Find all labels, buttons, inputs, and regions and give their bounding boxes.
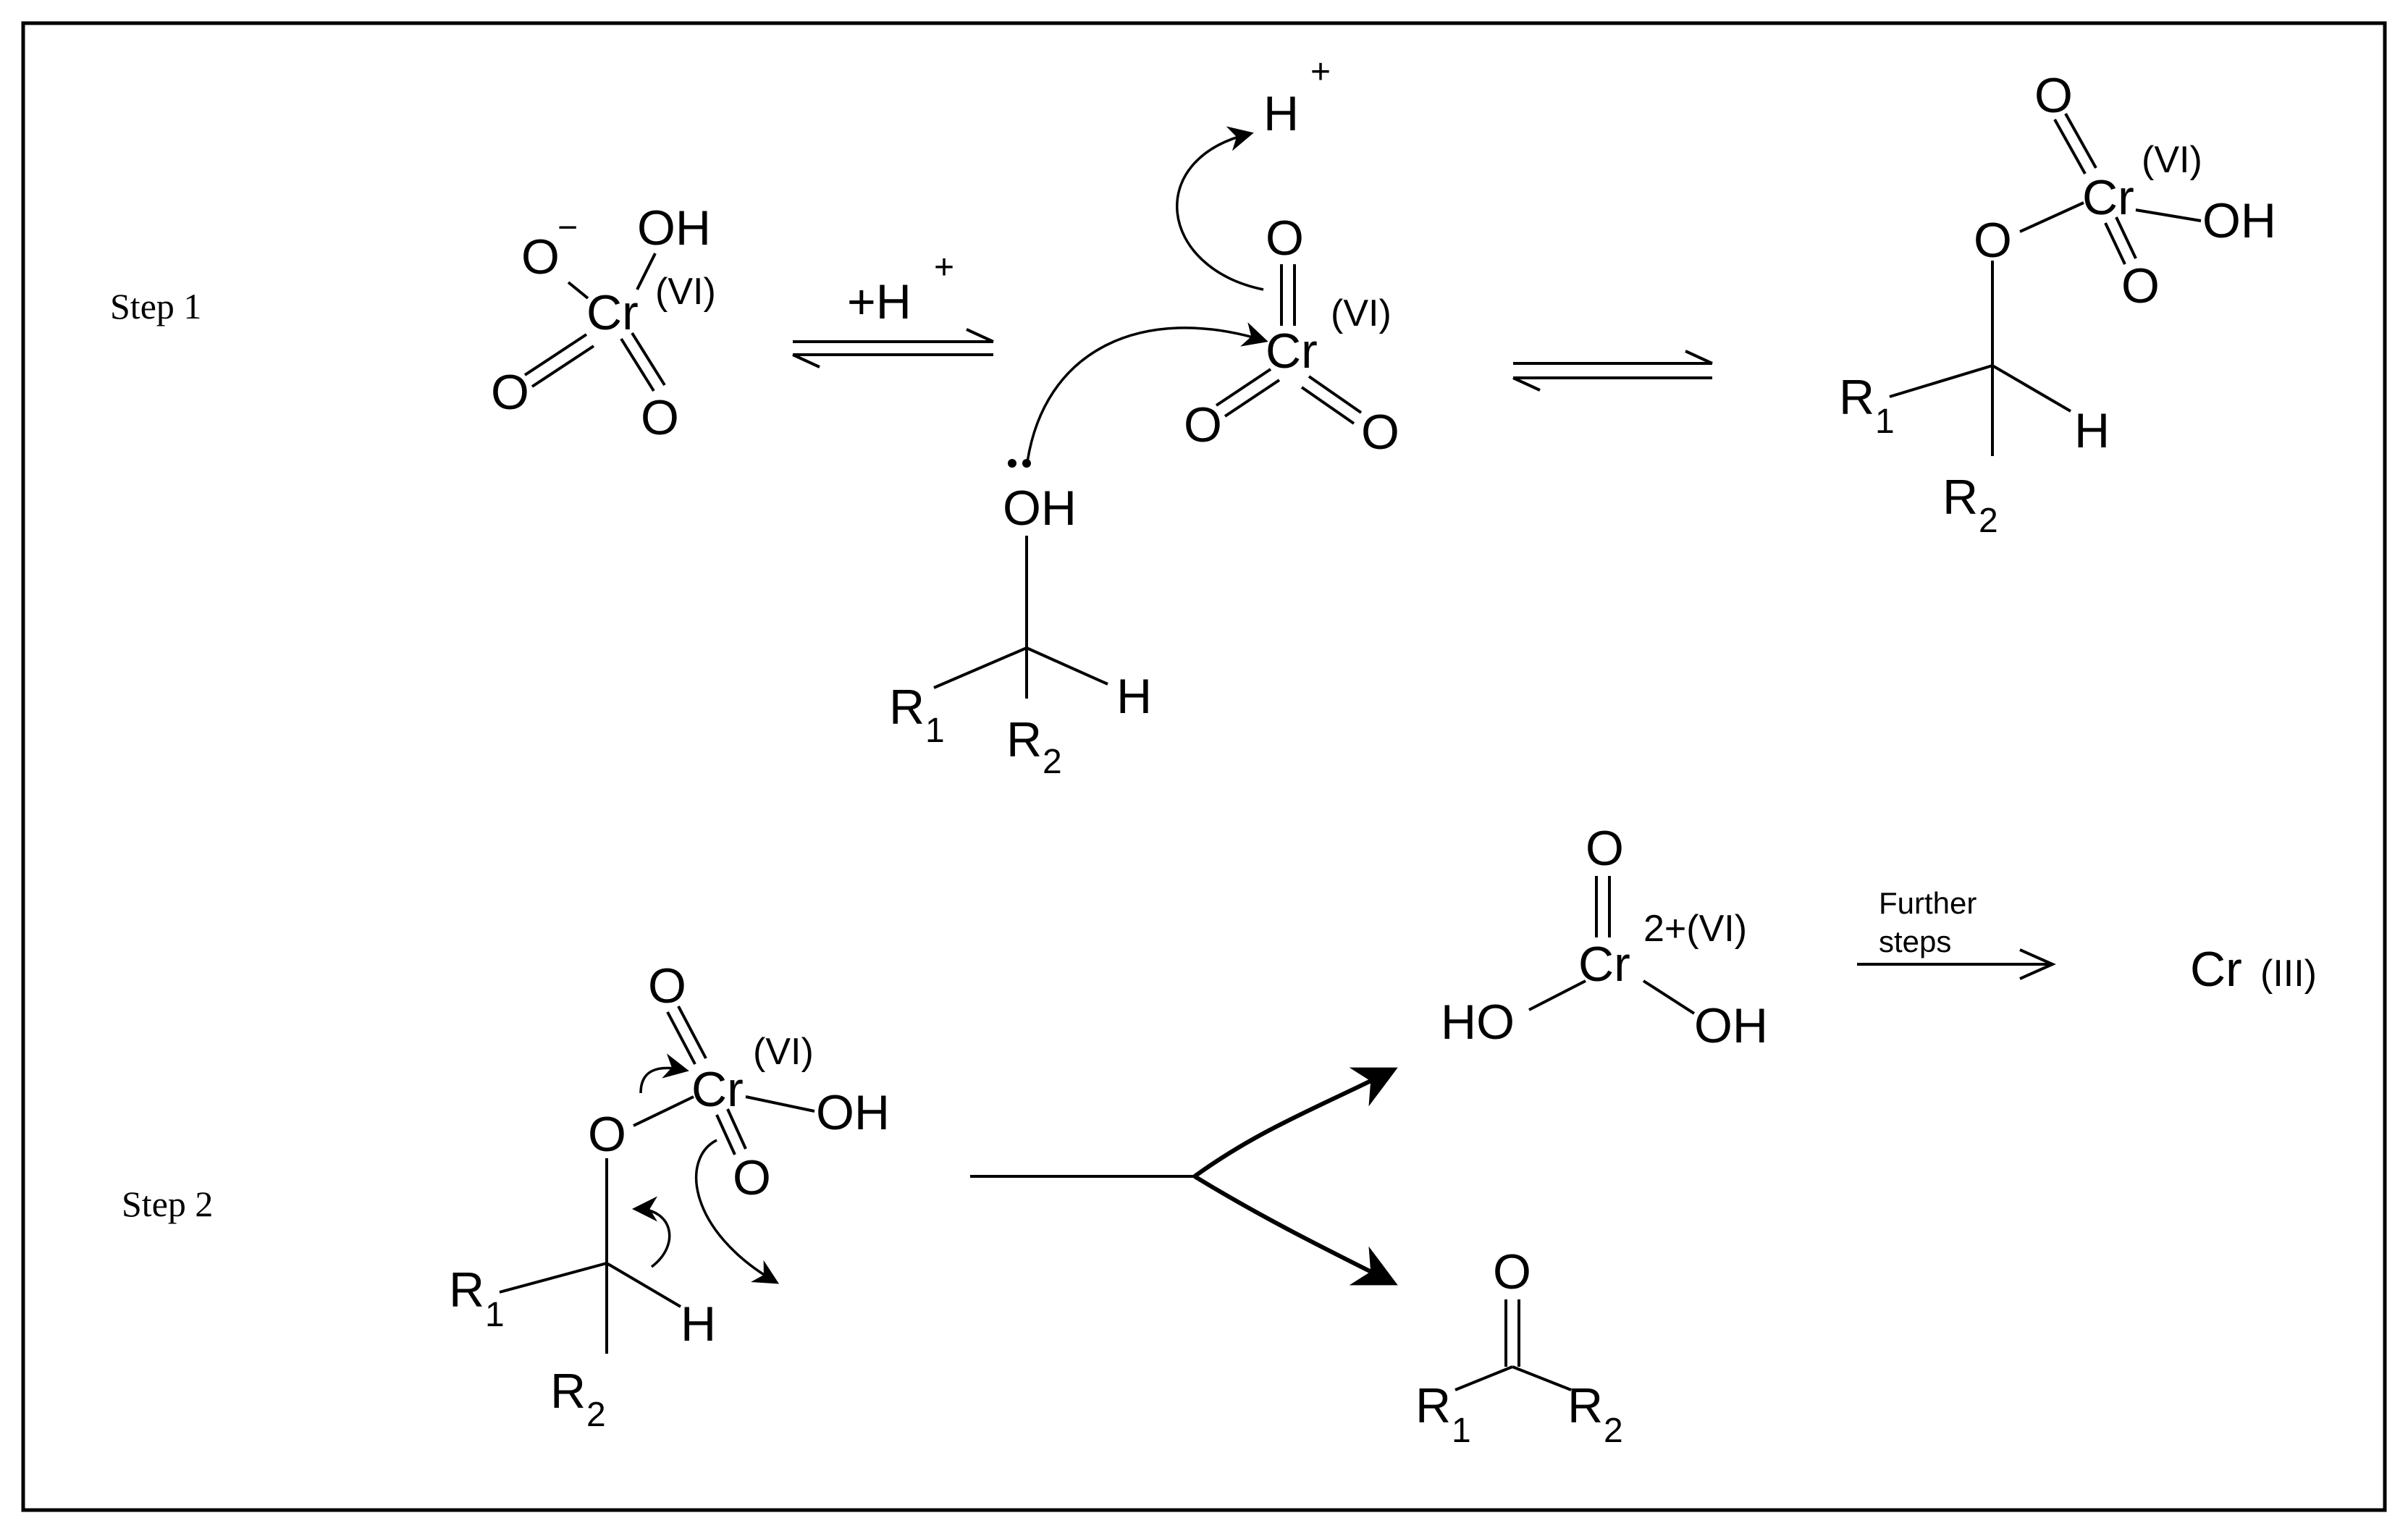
- subscript: 1: [925, 712, 945, 750]
- r2-group: R: [550, 1364, 586, 1419]
- o-atom: O: [1266, 211, 1304, 266]
- h-atom: H: [681, 1297, 716, 1352]
- r1-group: R: [1839, 370, 1874, 425]
- subscript: 1: [485, 1296, 505, 1334]
- chromate-ester: O (VI) Cr OH O O R 1 H R 2: [1839, 68, 2276, 540]
- alcohol: OH R 1 R 2 H: [889, 459, 1152, 781]
- chromate-ion: Cr (VI) O − OH O O: [491, 201, 716, 445]
- lone-pair-dot: [1022, 459, 1031, 468]
- steps-label: steps: [1879, 924, 1951, 958]
- r1-group: R: [449, 1262, 484, 1318]
- o-atom: O: [588, 1107, 626, 1162]
- cr-atom: Cr: [691, 1062, 744, 1117]
- subscript: 1: [1452, 1412, 1471, 1450]
- cr-atom: Cr: [1266, 324, 1318, 379]
- subscript: 2: [586, 1396, 606, 1434]
- step-1-label: Step 1: [110, 286, 201, 326]
- oxidation-state: (VI): [655, 271, 716, 313]
- o-atom: O: [1974, 213, 2012, 268]
- o-atom: O: [648, 958, 686, 1013]
- r2-group: R: [1942, 470, 1978, 525]
- r2-group: R: [1567, 1378, 1603, 1433]
- oh-group: OH: [637, 201, 711, 256]
- subscript: 2: [1604, 1412, 1623, 1450]
- oxidation-state-iii: (III): [2260, 953, 2317, 995]
- curved-arrow-ch-bond: [632, 1196, 671, 1268]
- cr-iii-atom: Cr: [2190, 942, 2242, 997]
- step-2-label: Step 2: [122, 1184, 213, 1224]
- r1-group: R: [1415, 1378, 1451, 1433]
- oh-group: OH: [2202, 193, 2276, 248]
- r1-group: R: [889, 680, 925, 735]
- plus-charge: +: [1310, 53, 1331, 91]
- figure-frame: [21, 21, 2387, 1512]
- further-label: Further: [1879, 886, 1977, 920]
- h-atom: H: [1263, 86, 1299, 141]
- h-atom: H: [1116, 669, 1152, 724]
- plus-h-label: +H: [847, 274, 912, 329]
- cr-atom: Cr: [2082, 170, 2134, 225]
- equilibrium-arrow-1: +H +: [792, 248, 994, 368]
- oxidation-state: (VI): [753, 1031, 814, 1073]
- branching-reaction-arrow: [970, 1067, 1398, 1286]
- cr-atom: Cr: [1578, 937, 1630, 992]
- curved-arrow-proton-loss: [1176, 126, 1264, 291]
- ketone-product: O R 1 R 2: [1415, 1244, 1623, 1450]
- subscript: 1: [1875, 402, 1895, 441]
- o-atom: O: [733, 1150, 771, 1205]
- cr-atom: Cr: [586, 285, 639, 340]
- chromic-acid: Cr (VI) O O O: [1184, 211, 1399, 460]
- oxidation-state: (VI): [2142, 139, 2202, 181]
- further-steps-arrow: Further steps: [1857, 886, 2056, 980]
- o-atom: O: [2121, 258, 2160, 313]
- oh-group: OH: [1003, 481, 1077, 536]
- o-atom: O: [1493, 1244, 1531, 1299]
- o-atom: O: [1361, 405, 1399, 460]
- ho-group: HO: [1441, 995, 1515, 1050]
- oxidation-state: (VI): [1331, 292, 1392, 334]
- o-atom: O: [1586, 821, 1624, 876]
- chromate-ester-reacting: O (VI) Cr OH O O R 1 H R 2: [449, 958, 890, 1434]
- curved-arrow-o-to-cr: [639, 1053, 689, 1094]
- equilibrium-arrow-2: [1512, 350, 1713, 392]
- o-atom: O: [521, 229, 560, 284]
- o-atom: O: [641, 390, 679, 445]
- minus-charge: −: [557, 208, 578, 247]
- plus-charge: +: [934, 248, 954, 287]
- chromium-hydroxide-product: O Cr 2+(VI) HO OH: [1441, 821, 1768, 1053]
- oh-group: OH: [816, 1085, 890, 1140]
- oh-group: OH: [1694, 998, 1768, 1053]
- curved-arrow-nucleophilic-attack: [1025, 322, 1268, 468]
- h-atom: H: [2074, 403, 2110, 458]
- subscript: 2: [1043, 743, 1062, 781]
- curved-arrow-cr-o-to-h: [695, 1139, 780, 1284]
- oxidation-state: 2+(VI): [1643, 908, 1747, 950]
- lone-pair-dot: [1008, 459, 1016, 468]
- o-atom: O: [1184, 397, 1222, 452]
- subscript: 2: [1979, 502, 1998, 540]
- o-atom: O: [491, 365, 529, 420]
- r2-group: R: [1006, 712, 1042, 767]
